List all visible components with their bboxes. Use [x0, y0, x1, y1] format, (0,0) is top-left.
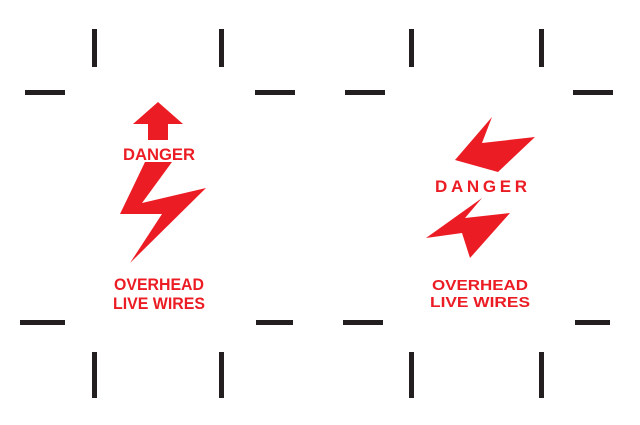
- crop-mark: [219, 29, 224, 67]
- danger-label-right: DANGER OVERHEAD LIVE WIRES: [426, 117, 535, 311]
- crop-marks: [20, 29, 613, 398]
- overhead-text: OVERHEAD: [432, 277, 528, 294]
- crop-mark: [539, 29, 544, 67]
- lightning-bolt-icon: [455, 117, 535, 172]
- danger-title: DANGER: [123, 145, 195, 164]
- crop-mark: [573, 90, 613, 95]
- crop-mark: [92, 352, 97, 398]
- overhead-text: OVERHEAD: [114, 275, 204, 294]
- live-wires-text: LIVE WIRES: [113, 294, 205, 313]
- crop-mark: [345, 90, 385, 95]
- crop-mark: [539, 352, 544, 398]
- crop-mark: [219, 352, 224, 398]
- crop-mark: [92, 29, 97, 67]
- crop-mark: [343, 320, 383, 325]
- crop-mark: [256, 320, 293, 325]
- arrow-up-icon: [133, 102, 183, 140]
- crop-mark: [575, 320, 610, 325]
- crop-mark: [409, 29, 414, 67]
- lightning-bolt-icon: [120, 162, 206, 263]
- lightning-bolt-icon: [426, 198, 510, 258]
- danger-title: DANGER: [435, 177, 527, 196]
- danger-label-left: DANGER OVERHEAD LIVE WIRES: [113, 102, 206, 313]
- crop-mark: [255, 90, 295, 95]
- live-wires-text: LIVE WIRES: [430, 294, 530, 311]
- crop-mark: [409, 352, 414, 398]
- crop-mark: [25, 90, 65, 95]
- crop-mark: [20, 320, 65, 325]
